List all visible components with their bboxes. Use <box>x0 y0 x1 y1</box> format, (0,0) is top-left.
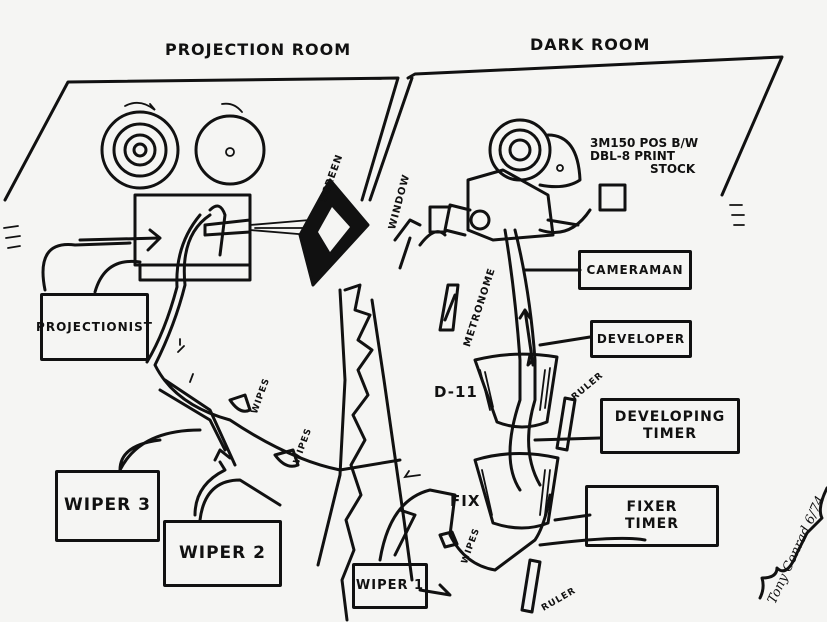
ruler-lower <box>520 558 542 614</box>
developer-box: DEVELOPER <box>590 320 692 358</box>
ruler-upper <box>555 396 577 452</box>
film-stock-line: 3M150 POS B/W <box>590 136 699 150</box>
projector-takeup-reel <box>194 114 266 186</box>
wiper2-box: WIPER 2 <box>163 520 282 587</box>
developing-timer-box: DEVELOPING TIMER <box>600 398 740 454</box>
box-line: TIMER <box>624 516 680 532</box>
box-line: TIMER <box>642 426 698 442</box>
film-path-projection <box>145 213 402 472</box>
dividing-wall <box>316 283 414 622</box>
cameraman-box: CAMERAMAN <box>578 250 692 290</box>
metronome <box>438 283 460 332</box>
projection-room-outline <box>3 76 400 202</box>
projector-supply-reel <box>100 110 180 190</box>
signature-drawing <box>758 486 827 600</box>
fixer-timer-box: FIXER TIMER <box>585 485 719 547</box>
dark-room-heading: DARK ROOM <box>530 35 651 54</box>
d11-label: D-11 <box>434 383 478 401</box>
fixer-tank <box>473 452 560 530</box>
wiper1-box: WIPER 1 <box>352 563 428 609</box>
dark-room-outline <box>368 55 784 202</box>
film-stock-line: DBL-8 PRINT <box>590 149 675 164</box>
box-line: DEVELOPING <box>614 408 726 425</box>
film-printer <box>428 168 555 242</box>
box-line: FIXER <box>626 498 678 515</box>
film-stock-line: STOCK <box>650 162 696 177</box>
projection-room-heading: PROJECTION ROOM <box>165 40 352 59</box>
film-stock-label: 3M150 POS B/W DBL-8 PRINT STOCK <box>590 136 699 177</box>
fix-label: FIX <box>450 492 481 510</box>
developer-tank <box>473 352 559 429</box>
wiper3-box: WIPER 3 <box>55 470 160 542</box>
projectionist-box: PROJECTIONIST <box>36 293 152 361</box>
